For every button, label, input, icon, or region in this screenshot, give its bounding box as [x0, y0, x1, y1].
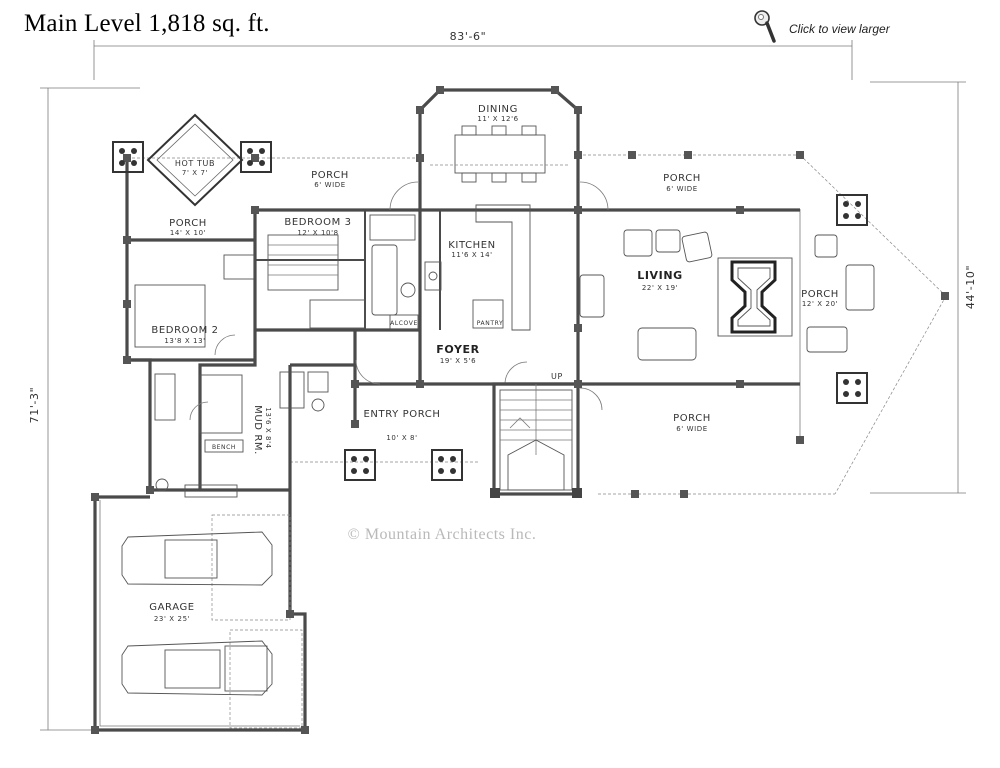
room-size-mud-room: 13'6 X 8'4 — [264, 407, 272, 448]
room-label-foyer: FOYER — [436, 343, 479, 356]
room-size-foyer: 19' X 5'6 — [440, 357, 476, 365]
room-size-bedroom-2: 13'8 X 13' — [164, 337, 205, 345]
magnifier-icon — [754, 10, 776, 43]
hot-tub — [146, 113, 244, 207]
room-size-porch-bottom: 6' WIDE — [676, 425, 708, 433]
label-bench: BENCH — [212, 444, 236, 451]
room-size-kitchen: 11'6 X 14' — [451, 251, 492, 259]
overall-depth-left-dimension: 71'-3" — [28, 387, 41, 424]
room-label-porch-right: PORCH — [801, 289, 839, 300]
room-label-garage: GARAGE — [149, 602, 194, 613]
room-size-bedroom-3: 12' X 10'8 — [297, 229, 338, 237]
timber-posts — [112, 141, 868, 481]
label-stair-up: UP — [551, 372, 563, 381]
dining-table — [430, 125, 570, 183]
page-title: Main Level 1,818 sq. ft. — [24, 10, 270, 37]
room-label-living: LIVING — [637, 269, 683, 282]
stair — [490, 382, 582, 498]
room-size-garage: 23' X 25' — [154, 615, 190, 623]
post-markers — [91, 86, 949, 734]
living-furniture — [579, 229, 875, 361]
room-size-entry-porch: 10' X 8' — [386, 434, 417, 442]
room-label-porch-top: PORCH — [311, 170, 349, 181]
overall-width-dimension: 83'-6" — [450, 30, 487, 43]
room-size-dining: 11' X 12'6 — [477, 115, 518, 123]
room-size-porch-left: 14' X 10' — [170, 229, 206, 237]
room-label-kitchen: KITCHEN — [448, 240, 496, 251]
door-swings — [189, 181, 609, 421]
view-larger-label: Click to view larger — [789, 22, 890, 36]
room-label-porch-top-right: PORCH — [663, 173, 701, 184]
room-label-bedroom-2: BEDROOM 2 — [151, 325, 218, 336]
room-label-dining: DINING — [478, 104, 518, 115]
interior-walls — [134, 204, 531, 498]
room-size-living: 22' X 19' — [642, 284, 678, 292]
room-size-porch-top: 6' WIDE — [314, 181, 346, 189]
room-label-hot-tub: HOT TUB — [175, 159, 215, 168]
room-label-mud-room: MUD RM. — [252, 405, 263, 455]
label-alcove: ALCOVE — [390, 320, 418, 327]
overall-depth-right-dimension: 44'-10" — [964, 265, 977, 309]
room-size-porch-top-right: 6' WIDE — [666, 185, 698, 193]
label-pantry: PANTRY — [477, 320, 504, 327]
porch-outlines — [127, 154, 947, 495]
dimension-lines — [40, 40, 966, 731]
room-label-porch-left: PORCH — [169, 218, 207, 229]
room-label-porch-bottom: PORCH — [673, 413, 711, 424]
room-label-entry-porch: ENTRY PORCH — [364, 409, 441, 420]
room-size-porch-right: 12' X 20' — [802, 300, 838, 308]
view-larger-link[interactable]: Click to view larger — [752, 8, 912, 44]
room-label-bedroom-3: BEDROOM 3 — [284, 217, 351, 228]
garage — [93, 495, 307, 732]
copyright-watermark: © Mountain Architects Inc. — [348, 526, 537, 543]
room-size-hot-tub: 7' X 7' — [182, 169, 208, 177]
